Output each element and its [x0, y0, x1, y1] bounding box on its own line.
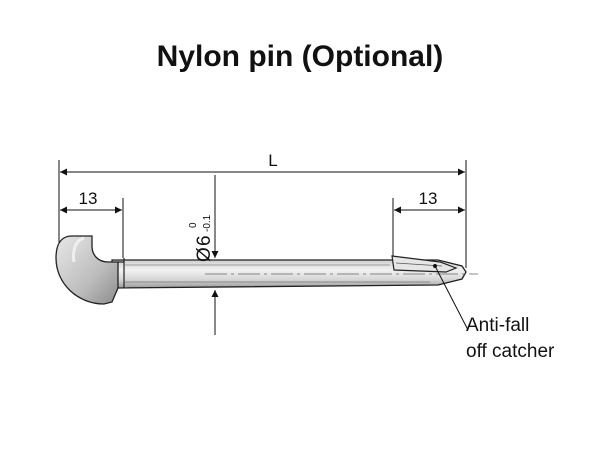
- diameter-symbol: Ø: [194, 247, 215, 262]
- callout-leader: [433, 264, 469, 331]
- callout-line-2: off catcher: [466, 341, 555, 362]
- callout-line-1: Anti-fall: [466, 315, 529, 336]
- right-end-length-label: 13: [419, 189, 438, 208]
- diameter-value: 6: [194, 235, 215, 246]
- diameter-dimension: Ø 6 0 -0.1: [188, 175, 219, 335]
- pin-hook: [55, 235, 125, 305]
- right-end-dimension: 13: [394, 189, 465, 214]
- page-title: Nylon pin (Optional): [156, 40, 444, 73]
- tolerance-lower: -0.1: [202, 214, 213, 232]
- anti-fall-catcher: [391, 255, 458, 273]
- left-end-length-label: 13: [79, 189, 98, 208]
- left-end-dimension: 13: [60, 189, 122, 214]
- overall-length-label: L: [268, 151, 277, 170]
- extension-lines: [58, 160, 467, 268]
- overall-length-dimension: L: [60, 151, 465, 176]
- tolerance-upper: 0: [188, 222, 199, 228]
